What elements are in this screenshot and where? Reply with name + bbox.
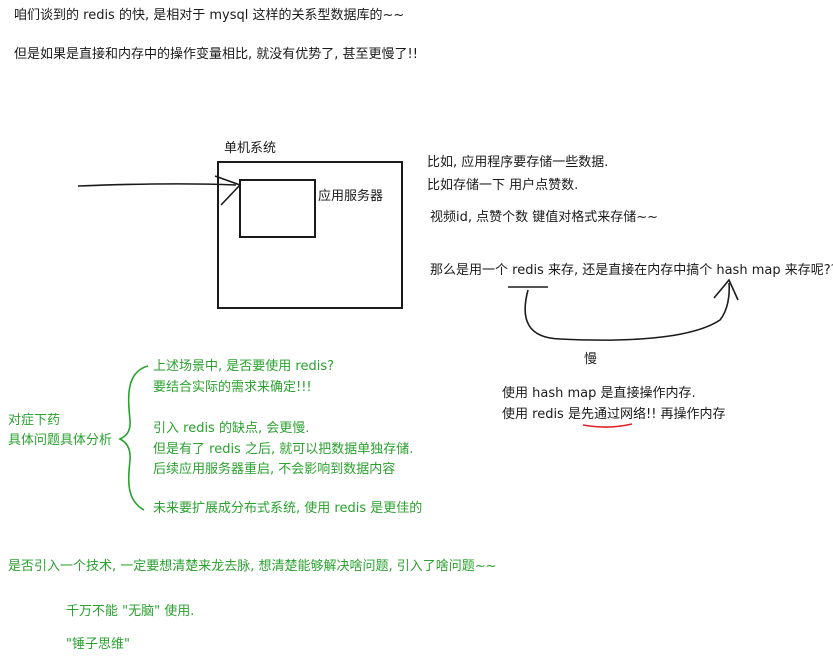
green-bottom-line-2: 千万不能 "无脑" 使用.: [66, 604, 195, 619]
green-item-5: 后续应用服务器重启, 不会影响到数据内容: [153, 462, 396, 477]
machine-label: 单机系统: [224, 141, 277, 156]
note-line-2: 但是如果是直接和内存中的操作变量相比, 就没有优势了, 甚至更慢了!!: [14, 47, 418, 62]
example-line-2: 比如存储一下 用户点赞数.: [427, 178, 579, 193]
compare-arrow-line: [524, 282, 731, 341]
request-arrow-head: [214, 175, 242, 206]
redis-line-network: 先通过网络: [580, 407, 646, 422]
redis-line-suffix: !! 再操作内存: [645, 407, 726, 422]
server-box: [239, 179, 316, 238]
green-item-6: 未来要扩展成分布式系统, 使用 redis 是更佳的: [153, 501, 423, 516]
green-item-2: 要结合实际的需求来确定!!!: [153, 380, 312, 395]
note-line-1: 咱们谈到的 redis 的快, 是相对于 mysql 这样的关系型数据库的~~: [14, 8, 405, 23]
network-underline: [582, 423, 633, 428]
example-line-1: 比如, 应用程序要存储一些数据.: [427, 155, 609, 170]
green-left-2: 具体问题具体分析: [8, 433, 113, 448]
green-item-1: 上述场景中, 是否要使用 redis?: [153, 359, 334, 374]
question-line: 那么是用一个 redis 来存, 还是直接在内存中搞个 hash map 来存呢…: [430, 263, 833, 278]
green-item-4: 但是有了 redis 之后, 就可以把数据单独存储.: [153, 442, 414, 457]
green-bottom-line: 是否引入一个技术, 一定要想清楚来龙去脉, 想清楚能够解决啥问题, 引入了啥问题…: [8, 559, 497, 574]
green-left-1: 对症下药: [8, 413, 61, 428]
green-brace: [118, 365, 149, 511]
server-label: 应用服务器: [318, 189, 384, 204]
redis-line-prefix: 使用 redis 是: [502, 407, 581, 422]
request-arrow-line: [77, 183, 237, 187]
green-bottom-line-3: "锤子思维": [66, 637, 130, 652]
machine-box: [217, 161, 403, 309]
example-line-3: 视频id, 点赞个数 键值对格式来存储~~: [430, 210, 659, 225]
slow-label: 慢: [584, 352, 598, 367]
hashmap-line: 使用 hash map 是直接操作内存.: [502, 386, 696, 401]
green-item-3: 引入 redis 的缺点, 会更慢.: [153, 421, 310, 436]
compare-arrow-head: [713, 278, 739, 301]
redis-line: 使用 redis 是先通过网络!! 再操作内存: [502, 406, 726, 424]
